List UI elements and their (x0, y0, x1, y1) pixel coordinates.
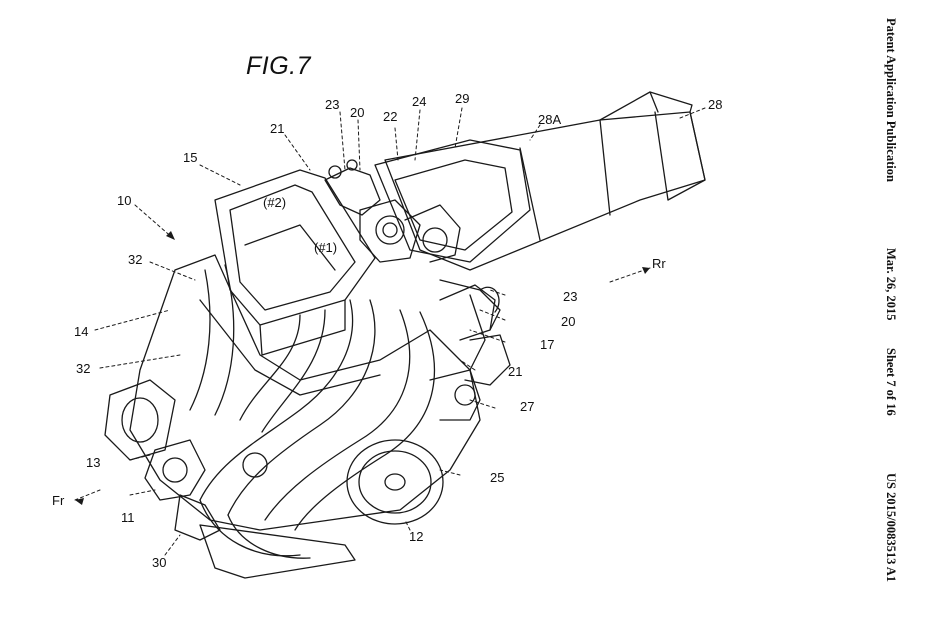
exhaust-pipes (189, 264, 436, 579)
arrowheads (75, 231, 650, 505)
ref-14: 14 (74, 324, 89, 339)
publication-header: Patent Application Publication Mar. 26, … (878, 18, 898, 618)
front-direction-label: Fr (52, 493, 65, 508)
ref-23-top: 23 (325, 97, 340, 112)
ref-12: 12 (409, 529, 424, 544)
ref-21-right: 21 (508, 364, 523, 379)
front-components (104, 379, 268, 541)
ref-28: 28 (708, 97, 723, 112)
sheet-number: Sheet 7 of 16 (884, 348, 898, 416)
ref-25: 25 (490, 470, 505, 485)
ref-21-top: 21 (270, 121, 285, 136)
ref-20-right: 20 (561, 314, 576, 329)
ref-13: 13 (86, 455, 101, 470)
ref-15: 15 (183, 150, 198, 165)
ref-10: 10 (117, 193, 132, 208)
ref-11: 11 (121, 510, 135, 525)
ref-27: 27 (520, 399, 535, 414)
ref-22: 22 (383, 109, 398, 124)
cylinder-1-label: (#1) (314, 240, 338, 255)
publication-number: US 2015/0083513 A1 (884, 473, 898, 583)
ref-32-top: 32 (128, 252, 143, 267)
publication-date: Mar. 26, 2015 (884, 248, 898, 321)
ref-28A: 28A (538, 112, 562, 127)
crankcase (129, 254, 481, 531)
ref-17: 17 (540, 337, 555, 352)
ref-24: 24 (412, 94, 427, 109)
ref-30: 30 (152, 555, 167, 570)
figure-title: FIG.7 (246, 52, 312, 80)
throttle-bodies (324, 159, 501, 371)
publication-type: Patent Application Publication (884, 18, 898, 182)
generator-cover (346, 439, 444, 525)
ref-20-top: 20 (350, 105, 365, 120)
cylinder-2-label: (#2) (263, 195, 287, 210)
ref-32-bottom: 32 (76, 361, 91, 376)
ref-23-right: 23 (563, 289, 578, 304)
cylinder-head-cover (214, 169, 376, 356)
ref-29: 29 (455, 91, 470, 106)
air-cleaner-box (374, 139, 531, 263)
rear-direction-label: Rr (652, 256, 666, 271)
leader-lines (74, 107, 706, 556)
